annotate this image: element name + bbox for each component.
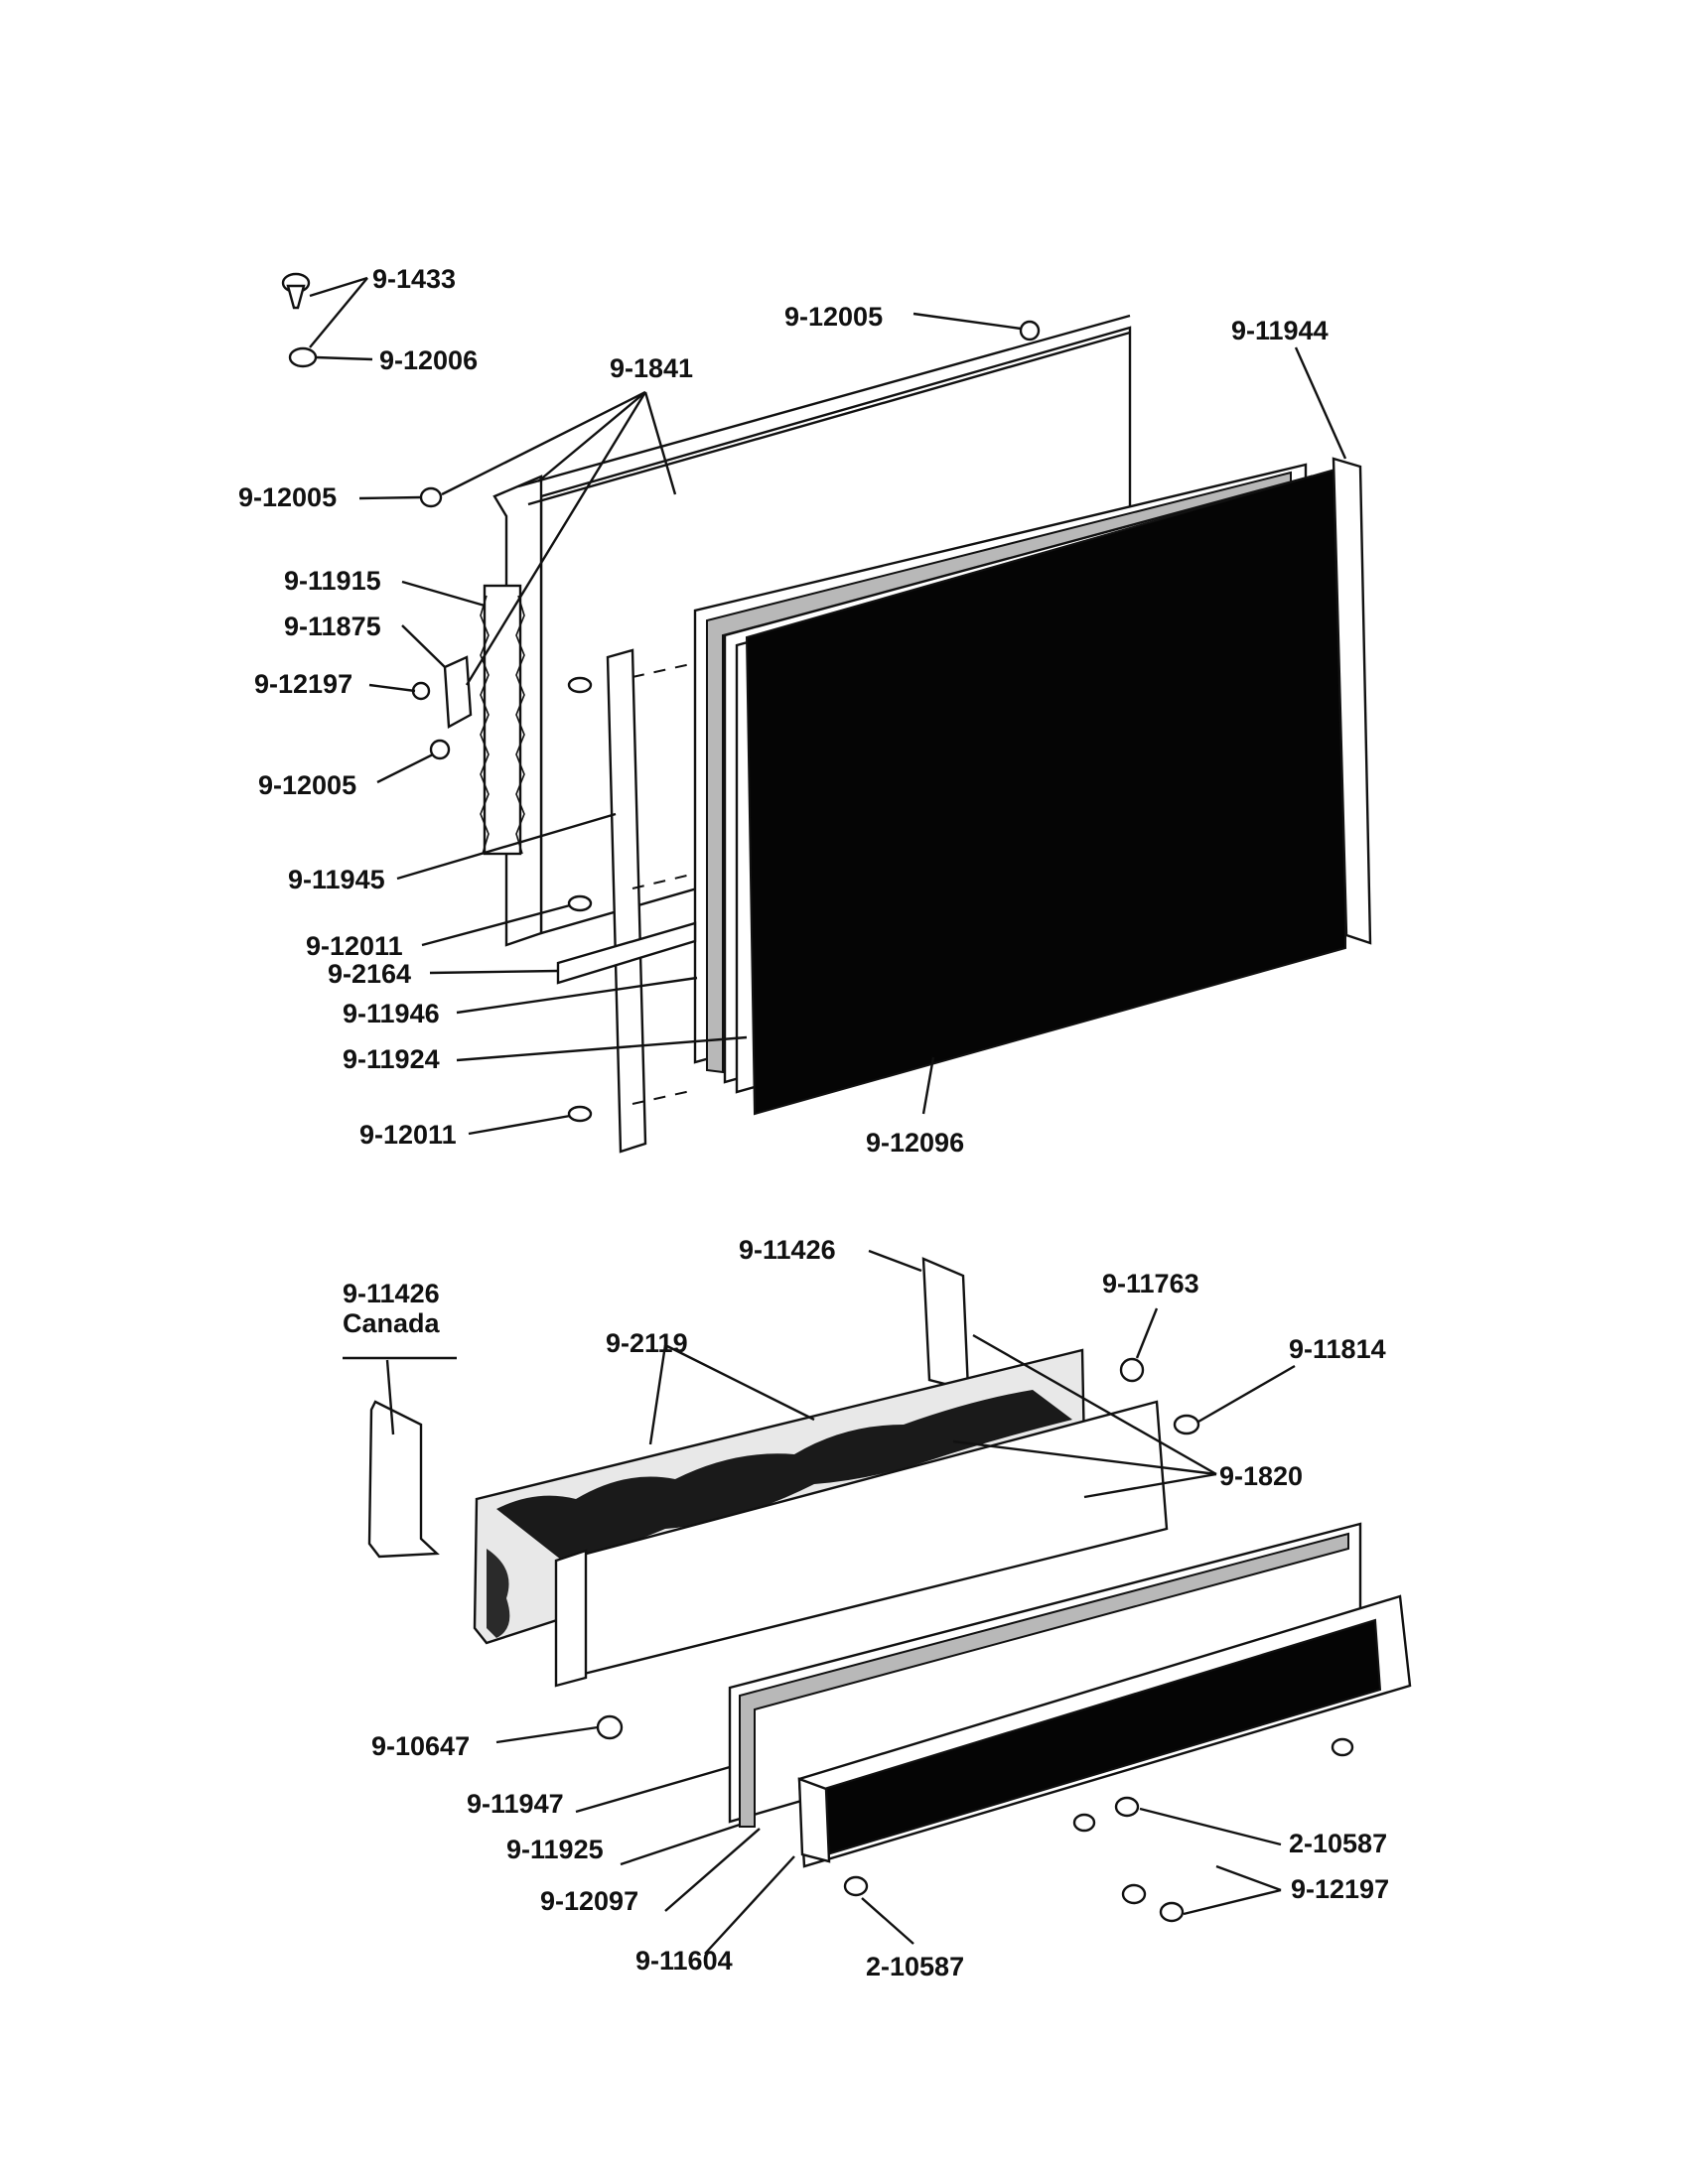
lower-labels: 9-11426 9-11763 9-11426 Canada 9-2119 9-… — [343, 1235, 1389, 1981]
label-9-12011-a: 9-12011 — [306, 931, 403, 961]
label-9-1841: 9-1841 — [610, 353, 693, 383]
left-edge-strip — [606, 648, 647, 1154]
label-9-11915: 9-11915 — [284, 566, 381, 596]
coil-element — [480, 584, 525, 856]
lower-screw-parts — [596, 1357, 1354, 1923]
label-9-11426-canada: 9-11426 — [343, 1279, 440, 1308]
label-9-12096: 9-12096 — [866, 1128, 964, 1158]
label-9-12005-top: 9-12005 — [784, 302, 883, 332]
label-9-11814: 9-11814 — [1289, 1334, 1386, 1364]
screw-parts — [281, 272, 1041, 1123]
label-9-2164: 9-2164 — [328, 959, 411, 989]
label-9-12197-lower: 9-12197 — [1291, 1874, 1389, 1904]
bracket — [443, 655, 473, 729]
label-canada: Canada — [343, 1308, 441, 1338]
label-9-12097: 9-12097 — [540, 1886, 638, 1916]
label-9-12005-mid: 9-12005 — [258, 770, 356, 800]
label-9-12197: 9-12197 — [254, 669, 352, 699]
label-9-11925: 9-11925 — [506, 1835, 604, 1864]
lower-leader-lines — [385, 1249, 1296, 1955]
label-9-11426-top: 9-11426 — [739, 1235, 836, 1265]
label-9-1433: 9-1433 — [372, 264, 456, 294]
label-9-1820: 9-1820 — [1219, 1461, 1303, 1491]
label-9-2119: 9-2119 — [606, 1328, 688, 1358]
label-9-12005-left: 9-12005 — [238, 482, 337, 512]
label-9-11947: 9-11947 — [467, 1789, 564, 1819]
label-9-12011-b: 9-12011 — [359, 1120, 457, 1150]
right-side-channel — [1332, 457, 1372, 945]
lower-filter-layers — [728, 1522, 1362, 1824]
label-9-10647: 9-10647 — [371, 1731, 470, 1761]
label-9-11945: 9-11945 — [288, 865, 385, 894]
label-9-11763: 9-11763 — [1102, 1269, 1199, 1298]
bottom-rail — [556, 921, 697, 985]
label-9-11604: 9-11604 — [635, 1946, 733, 1976]
upper-leader-lines — [309, 276, 1347, 1136]
label-9-12006: 9-12006 — [379, 345, 478, 375]
label-2-10587-bottom: 2-10587 — [866, 1952, 964, 1981]
label-9-11875: 9-11875 — [284, 612, 381, 641]
upright-bracket — [921, 1257, 970, 1392]
label-9-11946: 9-11946 — [343, 999, 440, 1028]
canada-bracket — [367, 1400, 440, 1559]
label-9-11924: 9-11924 — [343, 1044, 440, 1074]
upper-assembly: 9-1433 9-12006 9-12005 9-1841 9-12005 9-… — [238, 264, 1372, 1158]
upper-labels: 9-1433 9-12006 9-12005 9-1841 9-12005 9-… — [238, 264, 1329, 1158]
label-9-11944: 9-11944 — [1231, 316, 1329, 345]
lower-assembly: 9-11426 9-11763 9-11426 Canada 9-2119 9-… — [343, 1235, 1412, 1981]
label-2-10587-right: 2-10587 — [1289, 1829, 1387, 1858]
front-frame — [797, 1594, 1412, 1868]
